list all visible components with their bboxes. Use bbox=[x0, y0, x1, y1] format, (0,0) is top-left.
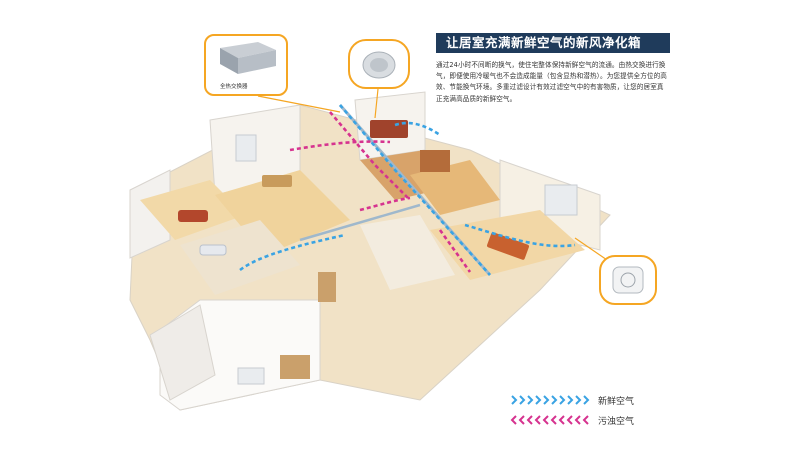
diagram-title: 让居室充满新鲜空气的新风净化箱 bbox=[436, 33, 670, 53]
fresh-air-swatch-icon bbox=[511, 395, 590, 405]
bed-right bbox=[487, 232, 529, 260]
fresh-air-path-3 bbox=[464, 223, 576, 248]
legend: 新鲜空气 污浊空气 bbox=[510, 390, 634, 430]
duct-branch bbox=[299, 203, 421, 242]
legend-item-fresh-air: 新鲜空气 bbox=[510, 390, 634, 410]
door-lower bbox=[318, 272, 336, 302]
floor-dining bbox=[180, 220, 300, 295]
stale-air-path-3 bbox=[438, 229, 472, 273]
legend-label-fresh-air: 新鲜空气 bbox=[598, 396, 635, 407]
callout-line-vent-top bbox=[374, 88, 379, 119]
round-vent-icon bbox=[362, 51, 396, 79]
wall-bath bbox=[149, 304, 216, 401]
bathtub bbox=[199, 244, 227, 256]
stale-air-swatch-icon bbox=[510, 415, 589, 425]
stale-air-path-2 bbox=[289, 140, 391, 152]
fresh-air-path-1 bbox=[339, 104, 491, 276]
square-vent-icon bbox=[612, 266, 644, 294]
fresh-air-path-4 bbox=[394, 121, 441, 137]
heat-exchanger-callout: 全热交换器 bbox=[204, 34, 288, 96]
floor-corridor bbox=[360, 215, 455, 290]
cabinet bbox=[420, 150, 450, 172]
door-bottom bbox=[280, 355, 310, 379]
window-bottom bbox=[237, 367, 265, 385]
heat-exchanger-label: 全热交换器 bbox=[220, 84, 248, 90]
window-living bbox=[235, 134, 257, 162]
heat-exchanger-icon bbox=[220, 42, 276, 74]
legend-label-stale-air: 污浊空气 bbox=[598, 416, 635, 427]
callout-line-exchanger bbox=[257, 95, 341, 113]
fresh-air-path-2 bbox=[239, 233, 346, 272]
fresh-air-flow bbox=[239, 104, 576, 276]
window-right-1 bbox=[544, 184, 578, 216]
diagram-description: 通过24小时不间断的换气，使住宅整体保持新鲜空气的流通。由热交换进行换气，即便使… bbox=[436, 61, 667, 103]
wall-vent-callout bbox=[599, 255, 657, 305]
stale-air-flow bbox=[289, 111, 472, 273]
wall-left-outer bbox=[129, 169, 171, 259]
legend-item-stale-air: 污浊空气 bbox=[510, 410, 634, 430]
table-living bbox=[262, 175, 292, 187]
sofa-left bbox=[178, 210, 208, 222]
floor-study bbox=[410, 160, 500, 215]
stale-air-path-1 bbox=[329, 111, 411, 201]
ceiling-vent-callout bbox=[348, 39, 410, 89]
